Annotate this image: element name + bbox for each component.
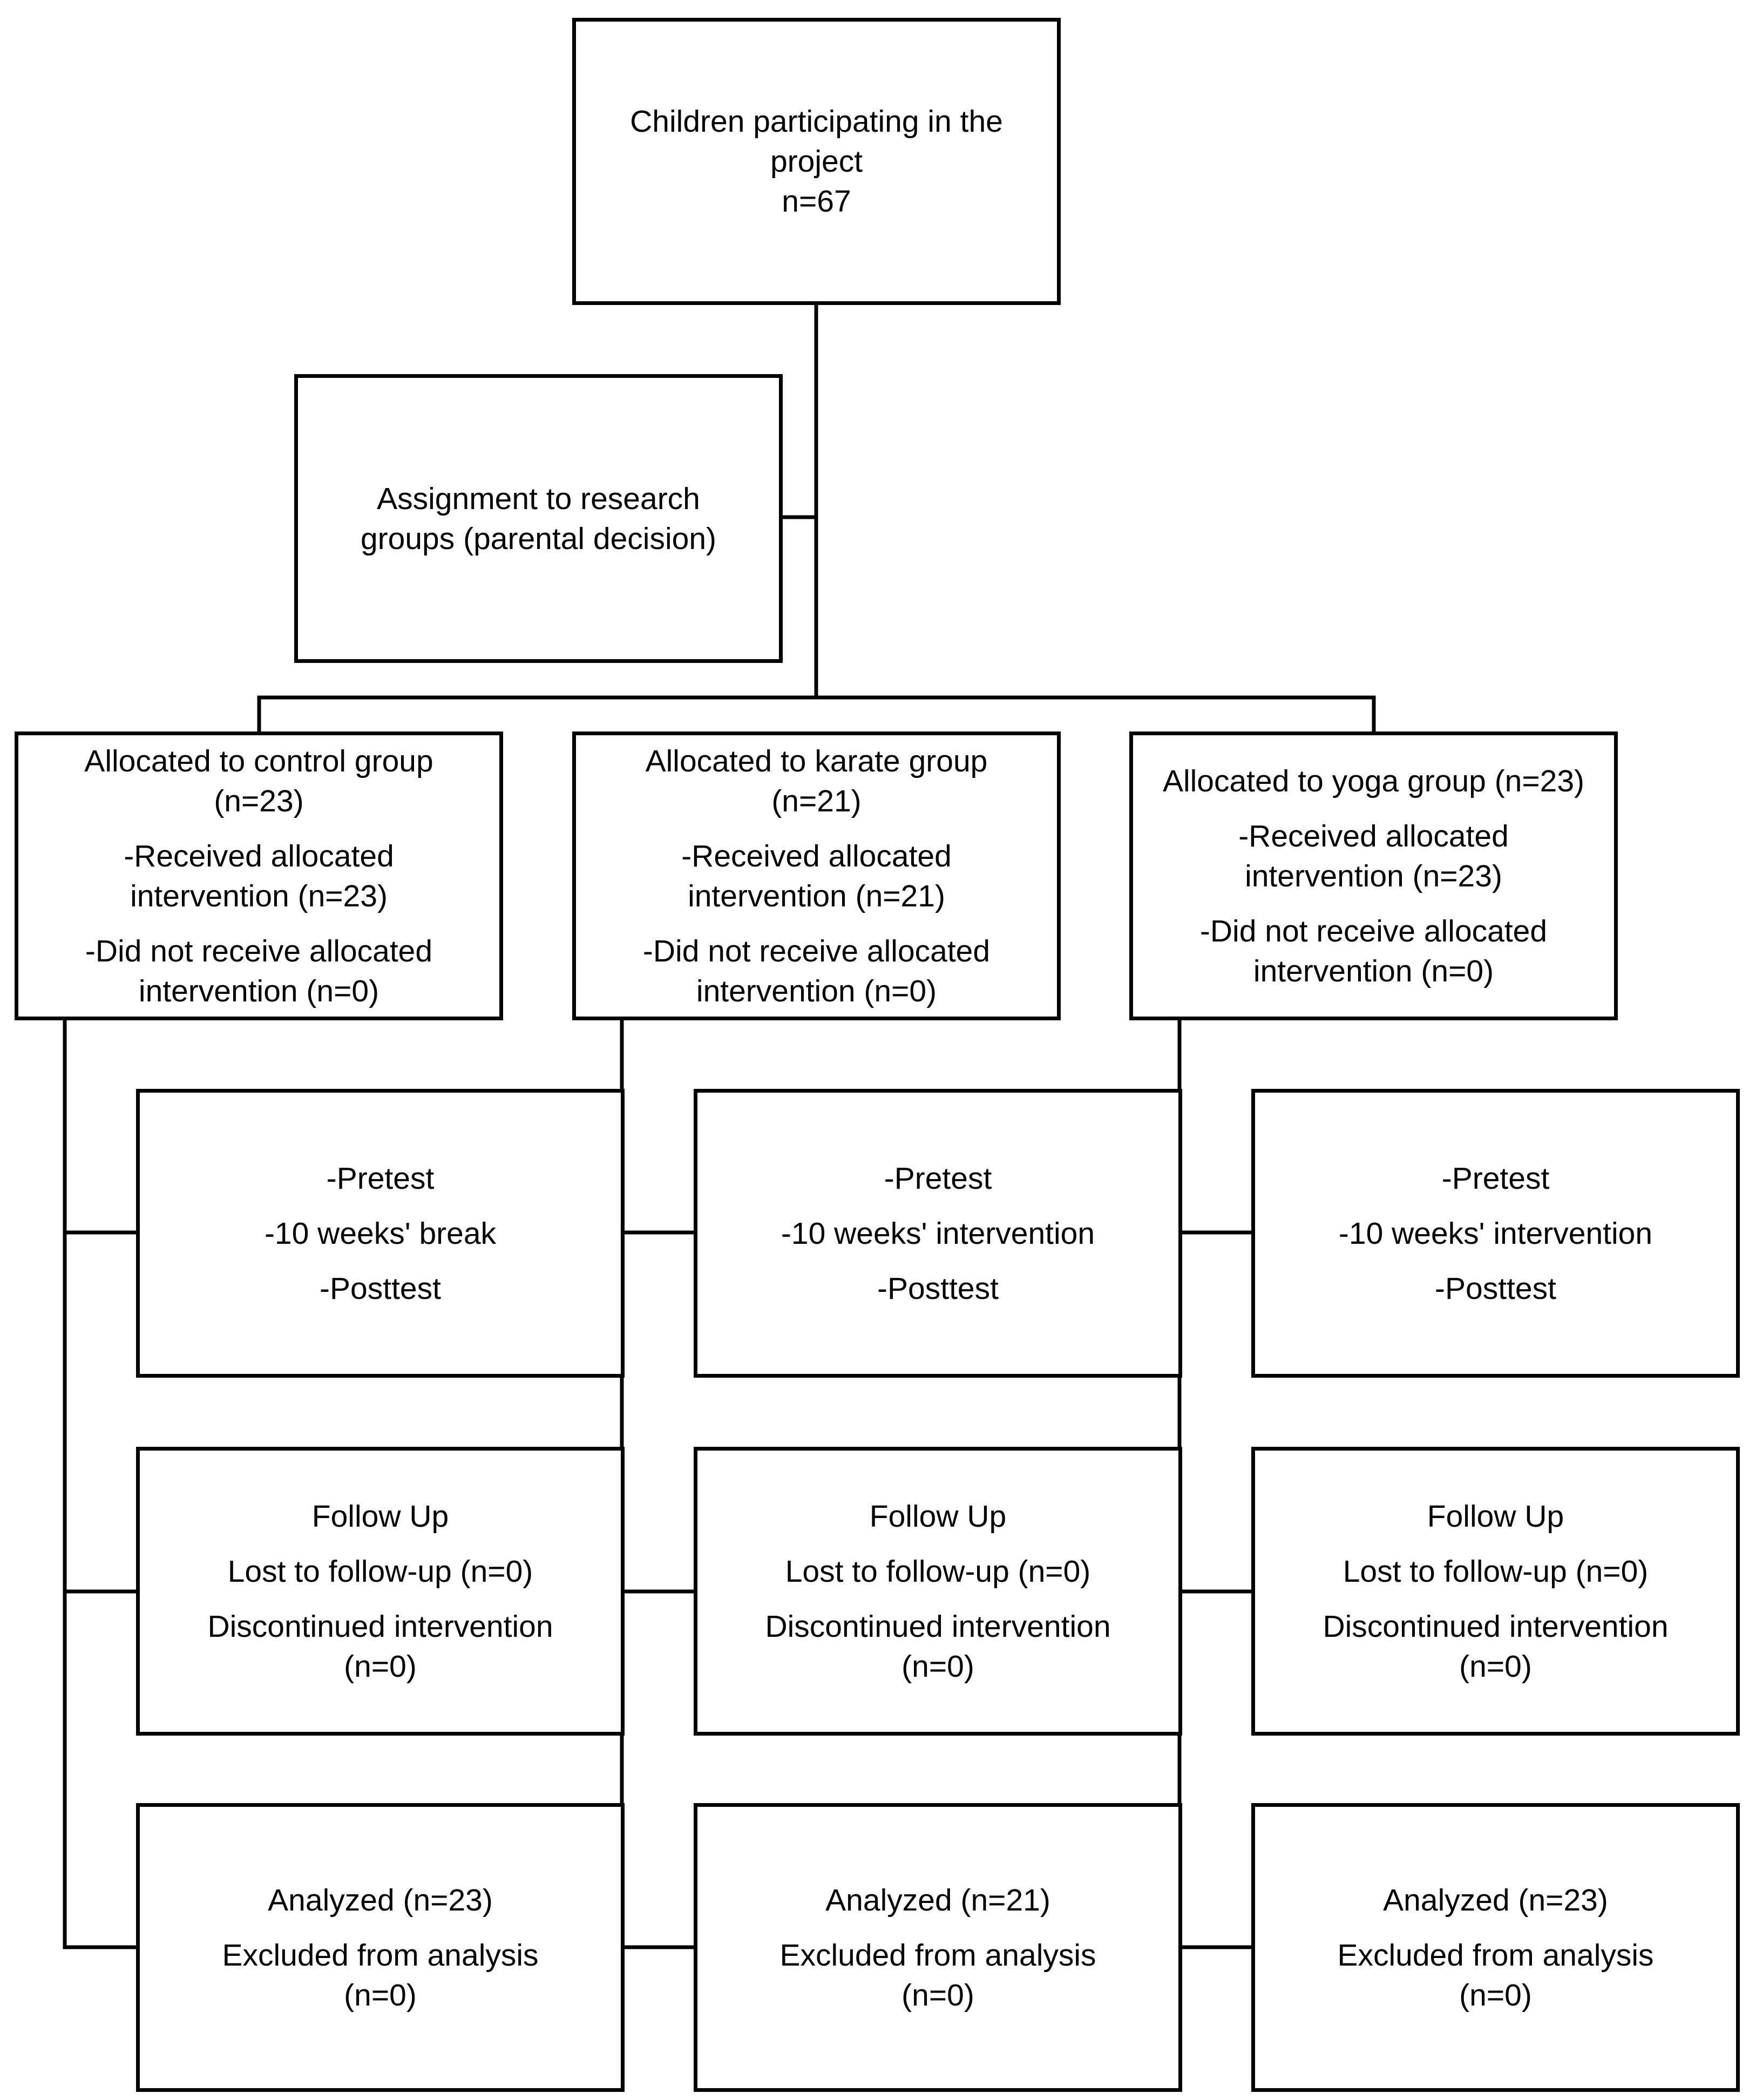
control-discontinued-line-1: Discontinued intervention bbox=[207, 1609, 553, 1644]
assignment-box: Assignment to research groups (parental … bbox=[294, 374, 783, 663]
karate-allocation-box: Allocated to karate group (n=21) -Receiv… bbox=[572, 731, 1061, 1020]
karate-test-box: -Pretest -10 weeks' intervention -Postte… bbox=[694, 1089, 1182, 1378]
karate-period: -10 weeks' intervention bbox=[781, 1216, 1095, 1251]
control-not-received-line-1: -Did not receive allocated bbox=[85, 933, 433, 968]
karate-received-line-1: -Received allocated bbox=[681, 838, 952, 873]
karate-followup-box: Follow Up Lost to follow-up (n=0) Discon… bbox=[694, 1447, 1182, 1736]
participants-line-3: n=67 bbox=[782, 184, 851, 219]
control-followup-box: Follow Up Lost to follow-up (n=0) Discon… bbox=[136, 1447, 625, 1736]
karate-lost: Lost to follow-up (n=0) bbox=[785, 1554, 1091, 1589]
control-lost: Lost to follow-up (n=0) bbox=[227, 1554, 533, 1589]
yoga-received-line-1: -Received allocated bbox=[1238, 818, 1509, 853]
yoga-not-received-line-1: -Did not receive allocated bbox=[1199, 913, 1548, 949]
karate-allocated-line-1: Allocated to karate group bbox=[645, 743, 988, 778]
yoga-lost: Lost to follow-up (n=0) bbox=[1343, 1554, 1649, 1589]
yoga-discontinued-line-2: (n=0) bbox=[1459, 1649, 1532, 1684]
karate-pretest: -Pretest bbox=[884, 1161, 992, 1196]
control-discontinued-line-2: (n=0) bbox=[344, 1649, 417, 1684]
control-analyzed: Analyzed (n=23) bbox=[268, 1882, 493, 1918]
control-received-line-2: intervention (n=23) bbox=[130, 878, 388, 913]
yoga-pretest: -Pretest bbox=[1441, 1161, 1550, 1196]
yoga-period: -10 weeks' intervention bbox=[1338, 1216, 1653, 1251]
karate-received-line-2: intervention (n=21) bbox=[688, 878, 945, 913]
assignment-line-2: groups (parental decision) bbox=[360, 521, 717, 556]
control-pretest: -Pretest bbox=[326, 1161, 435, 1196]
yoga-analyzed: Analyzed (n=23) bbox=[1383, 1882, 1608, 1918]
yoga-followup-box: Follow Up Lost to follow-up (n=0) Discon… bbox=[1251, 1447, 1740, 1736]
yoga-test-box: -Pretest -10 weeks' intervention -Postte… bbox=[1251, 1089, 1740, 1378]
karate-allocated-line-2: (n=21) bbox=[771, 783, 862, 818]
control-not-received-line-2: intervention (n=0) bbox=[138, 973, 379, 1008]
karate-excluded-line-1: Excluded from analysis bbox=[779, 1938, 1096, 1973]
yoga-follow-up: Follow Up bbox=[1427, 1499, 1564, 1534]
participants-box: Children participating in the project n=… bbox=[572, 18, 1061, 305]
yoga-discontinued-line-1: Discontinued intervention bbox=[1323, 1609, 1669, 1644]
yoga-posttest: -Posttest bbox=[1435, 1271, 1556, 1306]
control-allocated-line-2: (n=23) bbox=[214, 783, 304, 818]
karate-not-received-line-1: -Did not receive allocated bbox=[642, 933, 991, 968]
karate-discontinued-line-1: Discontinued intervention bbox=[765, 1609, 1111, 1644]
control-follow-up: Follow Up bbox=[311, 1499, 449, 1534]
participants-line-2: project bbox=[770, 144, 863, 179]
yoga-excluded-line-1: Excluded from analysis bbox=[1337, 1938, 1654, 1973]
karate-discontinued-line-2: (n=0) bbox=[901, 1649, 974, 1684]
karate-excluded-line-2: (n=0) bbox=[901, 1977, 974, 2013]
control-allocated-line-1: Allocated to control group bbox=[84, 743, 433, 778]
control-posttest: -Posttest bbox=[320, 1271, 441, 1306]
karate-analysis-box: Analyzed (n=21) Excluded from analysis (… bbox=[694, 1803, 1182, 2092]
karate-not-received-line-2: intervention (n=0) bbox=[696, 973, 937, 1008]
control-allocation-box: Allocated to control group (n=23) -Recei… bbox=[15, 731, 503, 1020]
participants-line-1: Children participating in the bbox=[630, 104, 1003, 139]
karate-analyzed: Analyzed (n=21) bbox=[825, 1882, 1050, 1918]
yoga-received-line-2: intervention (n=23) bbox=[1245, 858, 1502, 893]
control-period: -10 weeks' break bbox=[264, 1216, 497, 1251]
karate-posttest: -Posttest bbox=[877, 1271, 999, 1306]
karate-follow-up: Follow Up bbox=[869, 1499, 1007, 1534]
yoga-not-received-line-2: intervention (n=0) bbox=[1253, 953, 1494, 988]
yoga-allocated-line-1: Allocated to yoga group (n=23) bbox=[1162, 763, 1585, 798]
yoga-excluded-line-2: (n=0) bbox=[1459, 1977, 1532, 2013]
control-excluded-line-1: Excluded from analysis bbox=[222, 1938, 539, 1973]
yoga-analysis-box: Analyzed (n=23) Excluded from analysis (… bbox=[1251, 1803, 1740, 2092]
control-analysis-box: Analyzed (n=23) Excluded from analysis (… bbox=[136, 1803, 625, 2092]
control-excluded-line-2: (n=0) bbox=[344, 1977, 417, 2013]
control-test-box: -Pretest -10 weeks' break -Posttest bbox=[136, 1089, 625, 1378]
control-received-line-1: -Received allocated bbox=[124, 838, 394, 873]
yoga-allocation-box: Allocated to yoga group (n=23) -Received… bbox=[1129, 731, 1618, 1020]
assignment-line-1: Assignment to research bbox=[377, 481, 700, 516]
